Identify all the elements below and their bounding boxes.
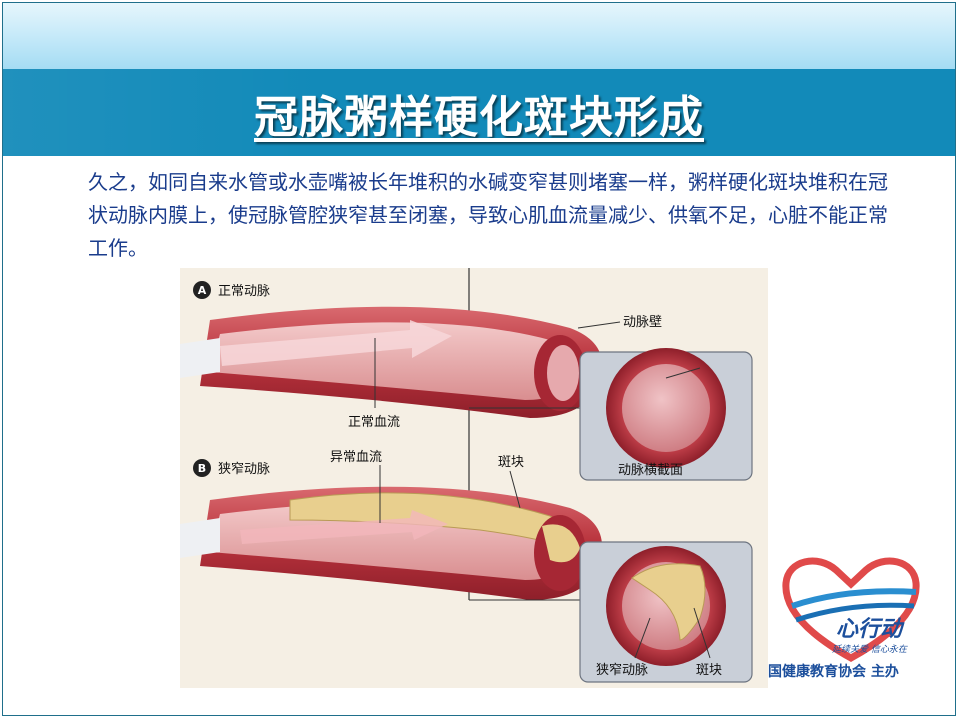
logo-organizer: 国健康教育协会 主办 [768, 663, 899, 680]
label-abnormal-flow: 异常血流 [330, 450, 382, 465]
label-plaque: 斑块 [498, 455, 524, 470]
title-glow [3, 69, 323, 156]
body-paragraph: 久之，如同自来水管或水壶嘴被长年堆积的水碱变窄甚则堵塞一样，粥样硬化斑块堆积在冠… [88, 170, 888, 260]
normal-flow-arrow [220, 320, 452, 366]
panel-a: A 正常动脉 动脉壁 正常血流 动脉横截面 [180, 281, 753, 481]
panel-b: B 狭窄动脉 异常血流 斑块 狭窄动脉 斑块 [180, 450, 753, 683]
panel-b-badge: B [198, 462, 206, 475]
organization-logo: 心行动 延续关爱 信心永在 国健康教育协会 主办 [768, 557, 920, 680]
panel-a-title: 正常动脉 [218, 284, 270, 299]
artery-illustration: A 正常动脉 动脉壁 正常血流 动脉横截面 B 狭窄动脉 异常血流 斑块 [180, 268, 768, 688]
abnormal-flow-arrow [240, 510, 448, 544]
header-gradient [3, 3, 955, 69]
plaque-cross-section [631, 563, 706, 641]
logo-brand: 心行动 [836, 617, 905, 642]
label-plaque-2: 斑块 [696, 663, 722, 678]
title-bar: 冠脉粥样硬化斑块形成 [3, 69, 955, 156]
panel-b-title: 狭窄动脉 [218, 461, 270, 477]
panel-a-badge: A [198, 284, 207, 297]
label-cross-section: 动脉横截面 [618, 463, 683, 478]
slide-title: 冠脉粥样硬化斑块形成 [254, 91, 704, 143]
label-narrow-artery: 狭窄动脉 [596, 662, 648, 678]
label-normal-flow: 正常血流 [348, 415, 400, 430]
logo-slogan: 延续关爱 信心永在 [832, 644, 908, 655]
label-artery-wall: 动脉壁 [623, 315, 662, 330]
